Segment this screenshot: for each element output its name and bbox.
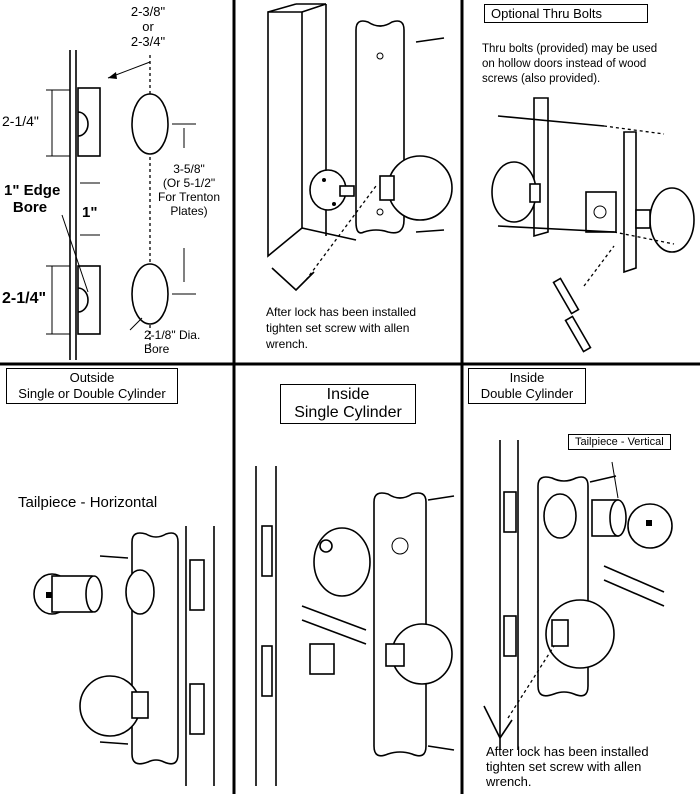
inside-single-title: Inside Single Cylinder [280, 384, 416, 424]
knob-install-drawing [267, 3, 453, 292]
backset-dimension: 2-3/8" or 2-3/4" [130, 4, 166, 49]
bore-template-drawing [46, 50, 196, 360]
one-inch-dimension: 1" [82, 204, 98, 221]
tailpiece-vertical-label: Tailpiece - Vertical [568, 434, 671, 450]
inside-double-drawing [483, 440, 673, 750]
edge-bore-label: 1" Edge Bore [4, 182, 61, 216]
panel-outside: Outside Single or Double Cylinder Tailpi… [0, 366, 234, 794]
thru-bolts-drawing [491, 97, 695, 353]
outside-cylinder-drawing [33, 526, 215, 786]
panel-knob-install: After lock has been installed tighten se… [236, 0, 462, 364]
spacing-dimension: 3-5/8" (Or 5-1/2" For Trenton Plates) [157, 162, 221, 218]
bottom-height-dimension: 2-1/4" [2, 290, 47, 307]
thru-bolts-description: Thru bolts (provided) may be used on hol… [482, 43, 658, 85]
inside-single-drawing [255, 466, 455, 786]
panel-inside-double: Inside Double Cylinder Tailpiece - Verti… [464, 366, 700, 794]
thru-bolts-title: Optional Thru Bolts [484, 4, 648, 23]
allen-wrench-caption-double: After lock has been installed tighten se… [486, 744, 649, 789]
inside-double-title: Inside Double Cylinder [468, 368, 586, 404]
bore-diameter-label: 2-1/8" Dia. Bore [144, 328, 201, 356]
panel-bore-dimensions: 2-3/8" or 2-3/4" 2-1/4" 1" Edge Bore 1" … [0, 0, 234, 364]
panel-thru-bolts: Optional Thru Bolts Thru bolts (provided… [464, 0, 700, 364]
tailpiece-horizontal-label: Tailpiece - Horizontal [18, 494, 158, 511]
top-height-dimension: 2-1/4" [2, 113, 39, 129]
panel-inside-single: Inside Single Cylinder [236, 366, 462, 794]
outside-title: Outside Single or Double Cylinder [6, 368, 178, 404]
allen-wrench-caption: After lock has been installed tighten se… [266, 305, 417, 351]
